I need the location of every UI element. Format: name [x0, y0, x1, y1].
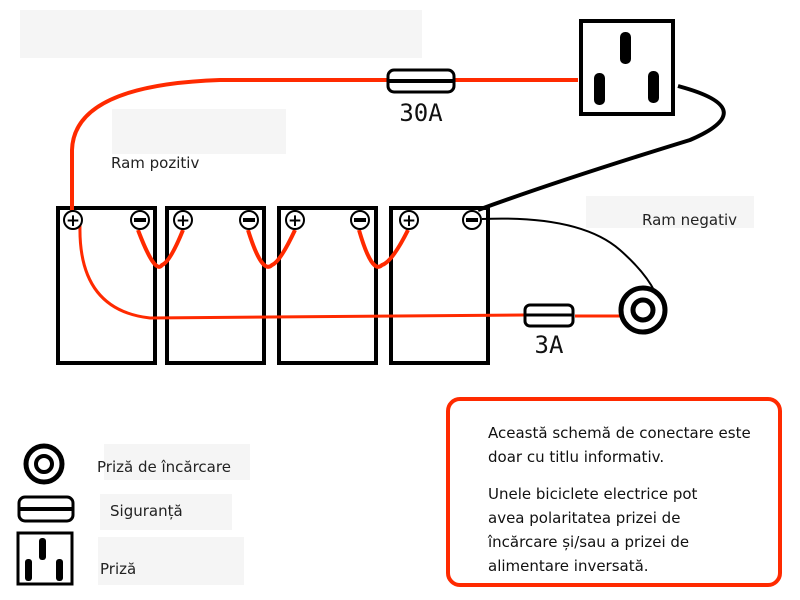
negative-branch-label: Ram negativ	[642, 211, 738, 229]
blank-title-placeholder	[20, 10, 422, 58]
battery-3	[277, 206, 378, 365]
positive-main-wire	[70, 78, 388, 214]
negative-terminal-icon	[466, 218, 478, 222]
negative-terminal-icon	[134, 218, 146, 222]
battery-1	[56, 206, 157, 365]
legend-label-charging-port: Priză de încărcare	[97, 458, 231, 476]
blank-placeholder	[586, 196, 754, 228]
positive-terminal-icon: +	[66, 211, 80, 231]
series-jumper-3-4	[357, 229, 410, 269]
legend-charging-port-icon	[23, 443, 65, 485]
charging-port-icon	[618, 285, 668, 335]
negative-charge-wire	[481, 217, 656, 293]
fuse-30a-label: 30A	[399, 99, 443, 127]
legend-label-fuse: Siguranță	[110, 502, 183, 520]
negative-terminal-icon	[354, 218, 366, 222]
series-jumper-1-2	[136, 229, 185, 269]
disclaimer-paragraph-1: Această schemă de conectare este doar cu…	[488, 424, 751, 466]
positive-branch-label: Ram pozitiv	[111, 154, 200, 172]
legend-bg	[100, 494, 232, 530]
legend-outlet-icon	[16, 531, 74, 586]
positive-charge-wire	[78, 224, 525, 320]
positive-terminal-icon: +	[402, 211, 416, 231]
outlet-icon	[579, 19, 675, 116]
legend-fuse-icon	[17, 495, 75, 523]
legend-bg	[104, 444, 250, 480]
positive-terminal-icon: +	[176, 211, 190, 231]
terminals: + + + +	[63, 210, 482, 231]
blank-placeholder	[112, 109, 286, 154]
legend-bg	[98, 537, 244, 585]
disclaimer-paragraph-2: Unele biciclete electrice pot avea polar…	[488, 485, 698, 575]
negative-terminal-icon	[243, 218, 255, 222]
fuse-3a-label: 3A	[535, 331, 564, 359]
fuse-30a-icon	[386, 68, 456, 94]
positive-terminal-icon: +	[288, 211, 302, 231]
series-jumper-2-3	[246, 229, 297, 269]
negative-main-wire	[477, 84, 726, 212]
battery-2	[165, 206, 266, 365]
legend-label-outlet: Priză	[100, 560, 137, 578]
fuse-3a-icon	[523, 303, 575, 328]
battery-4	[389, 206, 490, 365]
disclaimer-box	[446, 397, 782, 587]
